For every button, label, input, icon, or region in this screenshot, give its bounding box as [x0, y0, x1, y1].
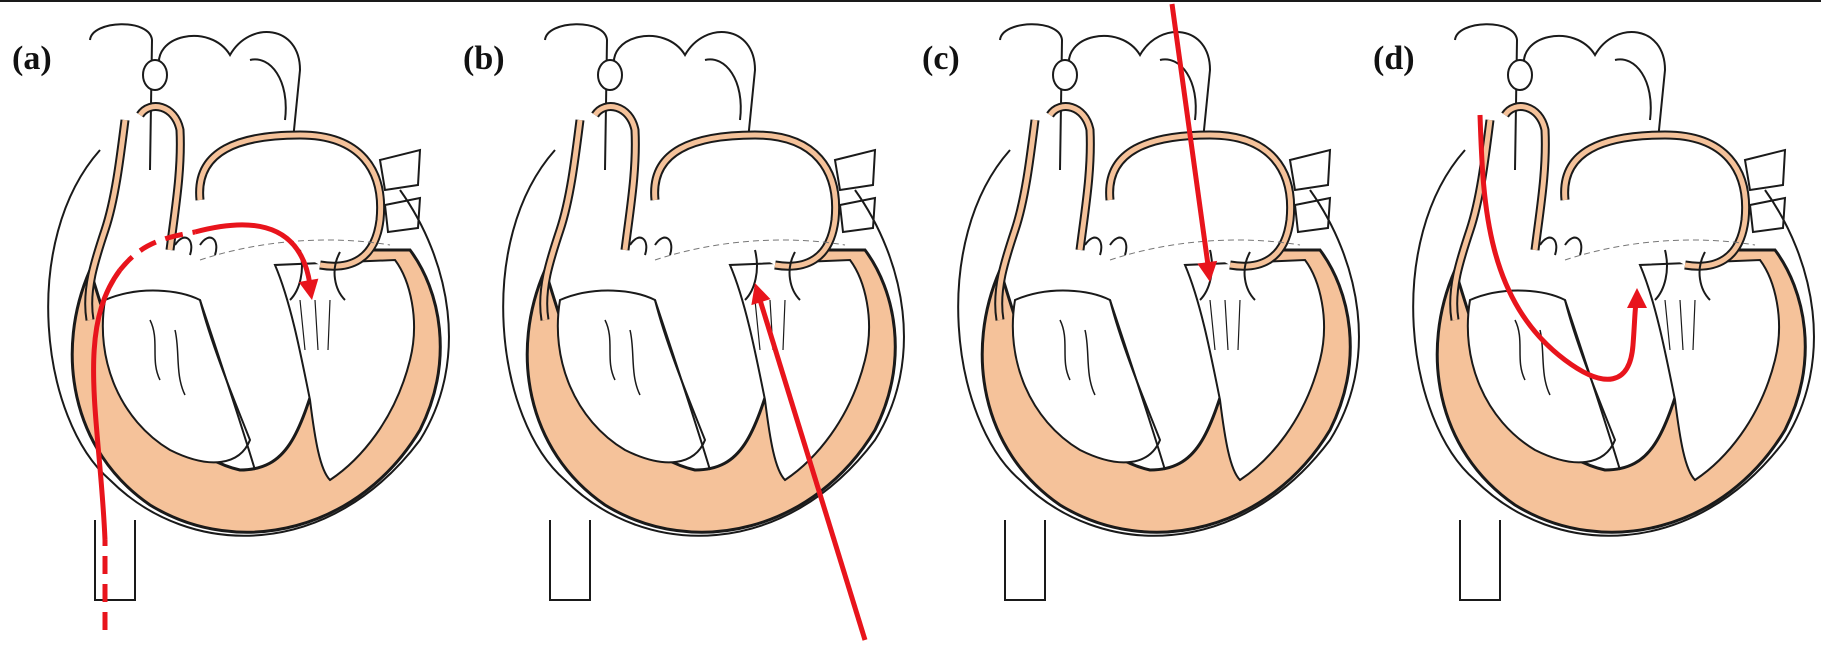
pulmonary-artery-ring — [143, 60, 167, 90]
panel-c: (c) — [910, 0, 1365, 646]
panel-d: (d) — [1365, 0, 1820, 646]
pulmonary-artery-ring — [598, 60, 622, 90]
pulmonary-trunk — [705, 59, 741, 120]
inferior-vena-cava — [1460, 520, 1500, 600]
left-atrium-wall-outer — [1565, 135, 1746, 266]
heart-diagram-c — [910, 0, 1365, 646]
pulmonary-vein-upper — [380, 150, 420, 190]
aortic-valve-leaflets — [630, 238, 671, 255]
inferior-vena-cava — [550, 520, 590, 600]
pulmonary-vein-lower — [1295, 198, 1330, 232]
pulmonary-trunk — [1160, 59, 1196, 120]
aortic-valve-leaflets — [175, 238, 216, 255]
pulmonary-vein-upper — [835, 150, 875, 190]
aortic-valve-leaflets — [1540, 238, 1581, 255]
pulmonary-vein-lower — [385, 198, 420, 232]
pulmonary-artery-ring — [1053, 60, 1077, 90]
heart-diagram-b — [455, 0, 910, 646]
left-atrium-wall-outer — [200, 135, 381, 266]
pulmonary-vein-upper — [1745, 150, 1785, 190]
heart-diagram-d — [1365, 0, 1820, 646]
pulmonary-artery-ring — [1508, 60, 1532, 90]
panel-a: (a) — [0, 0, 455, 646]
aortic-valve-leaflets — [1085, 238, 1126, 255]
route-d-arrowhead — [1627, 288, 1647, 308]
left-atrium-wall-outer — [655, 135, 836, 266]
inferior-vena-cava — [1005, 520, 1045, 600]
heart-diagram-a — [0, 0, 455, 646]
pulmonary-vein-lower — [1750, 198, 1785, 232]
pulmonary-vein-upper — [1290, 150, 1330, 190]
inferior-vena-cava — [95, 520, 135, 600]
pulmonary-trunk — [250, 59, 286, 120]
pulmonary-trunk — [1615, 59, 1651, 120]
pulmonary-vein-lower — [840, 198, 875, 232]
panel-b: (b) — [455, 0, 910, 646]
